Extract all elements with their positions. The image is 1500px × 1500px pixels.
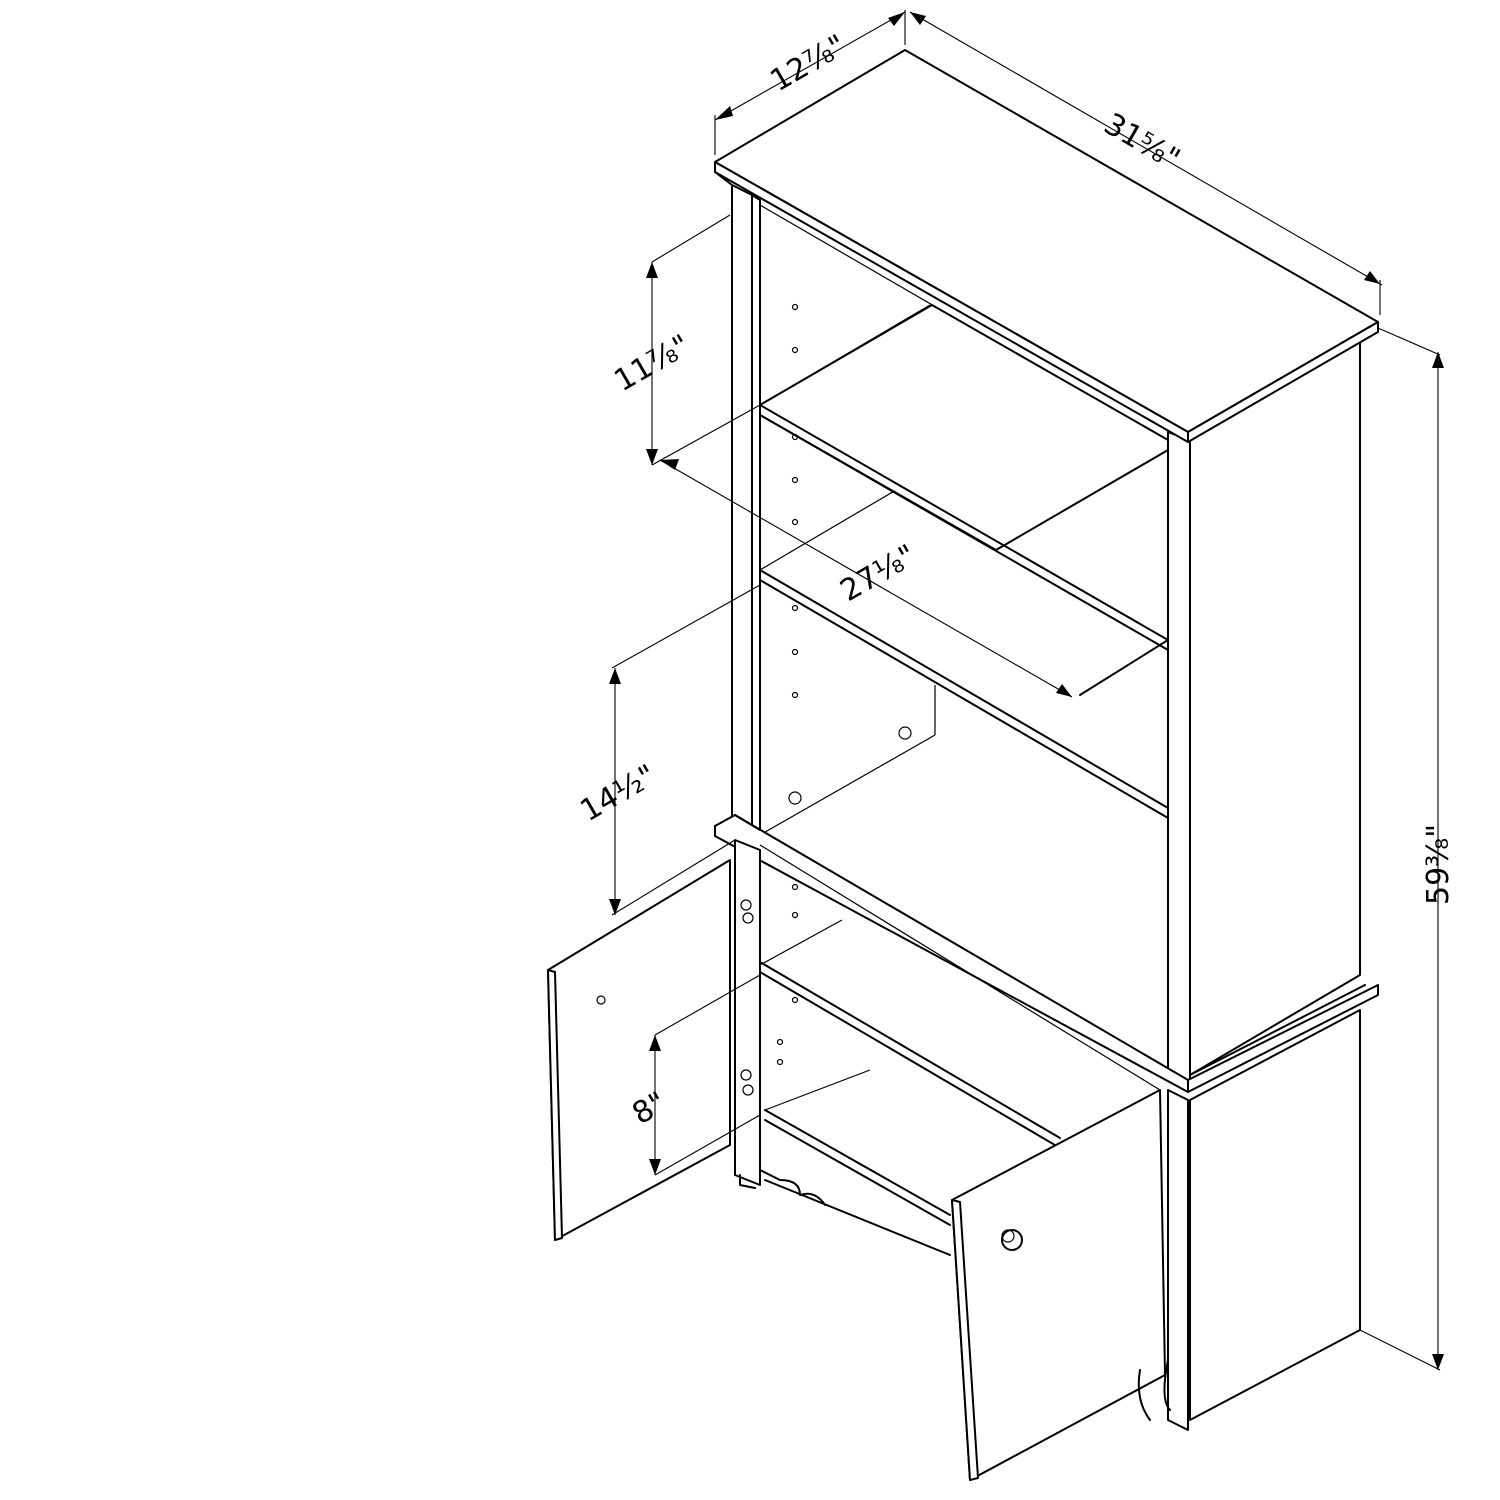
left-door (547, 859, 731, 1241)
height-label: 59⅜" (1421, 824, 1456, 905)
left-front-post (731, 184, 753, 841)
top-board-side-edge (1187, 321, 1379, 443)
lower-left-post (734, 839, 761, 1186)
bookcase (547, 49, 1379, 1481)
width-label: 31⅝" (1098, 107, 1186, 178)
right-door-edge (951, 1199, 979, 1481)
door-knob (1001, 1229, 1023, 1251)
middle-shelf-gap-label: 14½" (575, 758, 663, 829)
hinges (740, 899, 754, 1096)
right-door (951, 1089, 1166, 1481)
right-front-post-upper (1167, 431, 1191, 1086)
dimension-lines (609, 10, 1444, 1371)
counter-board (714, 814, 1379, 1093)
right-side-panel-upper (1189, 339, 1361, 1076)
left-door-edge (547, 969, 563, 1241)
lower-right-post (1167, 1089, 1189, 1431)
shelf-pin-holes (776, 303, 912, 1066)
inner-width-label: 27⅛" (835, 538, 923, 609)
